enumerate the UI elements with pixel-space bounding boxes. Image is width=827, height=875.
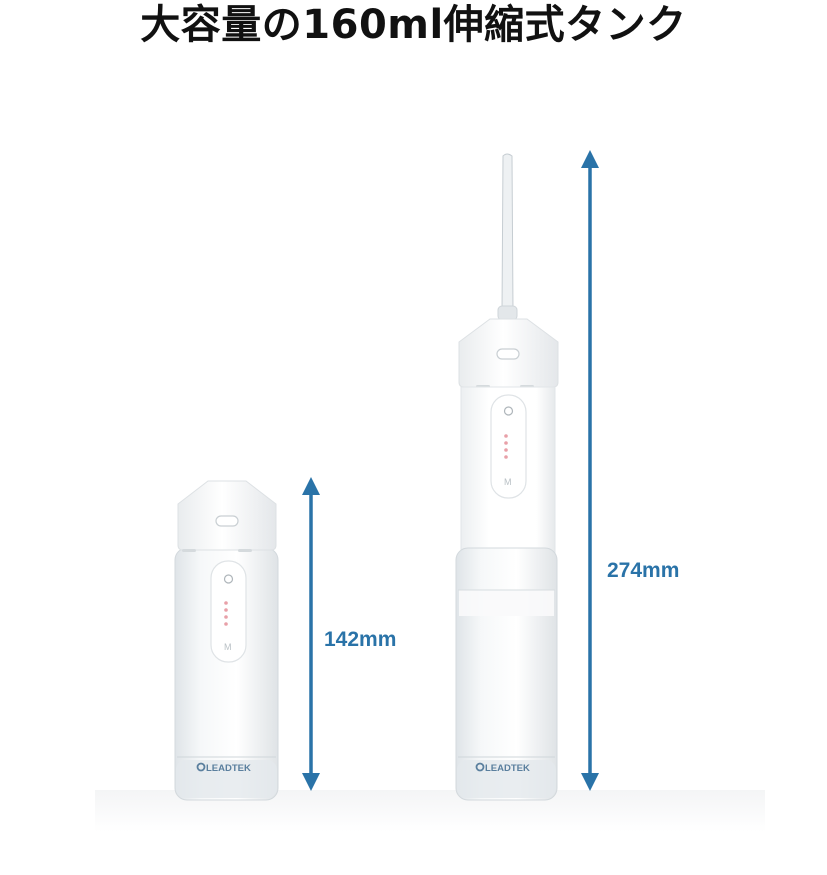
power-icon[interactable] [503, 406, 514, 416]
extended-brand-logo [475, 762, 485, 772]
compact-mode-label: M [224, 642, 232, 652]
compact-height-label: 142mm [324, 628, 396, 651]
power-icon[interactable] [223, 574, 234, 584]
extended-mode-label: M [504, 477, 512, 487]
page-title: 大容量の160ml伸縮式タンク [140, 2, 687, 48]
compact-brand-logo [196, 762, 206, 772]
extended-height-arrow [581, 150, 599, 791]
extended-device [455, 153, 559, 801]
compact-device [174, 480, 279, 801]
extended-brand-label: LEADTEK [485, 763, 530, 774]
compact-height-arrow [302, 477, 320, 791]
extended-control-panel [490, 394, 527, 499]
compact-control-panel [210, 560, 247, 663]
compact-brand-label: LEADTEK [206, 763, 251, 774]
extended-height-label: 274mm [607, 559, 679, 582]
nozzle [501, 153, 514, 313]
